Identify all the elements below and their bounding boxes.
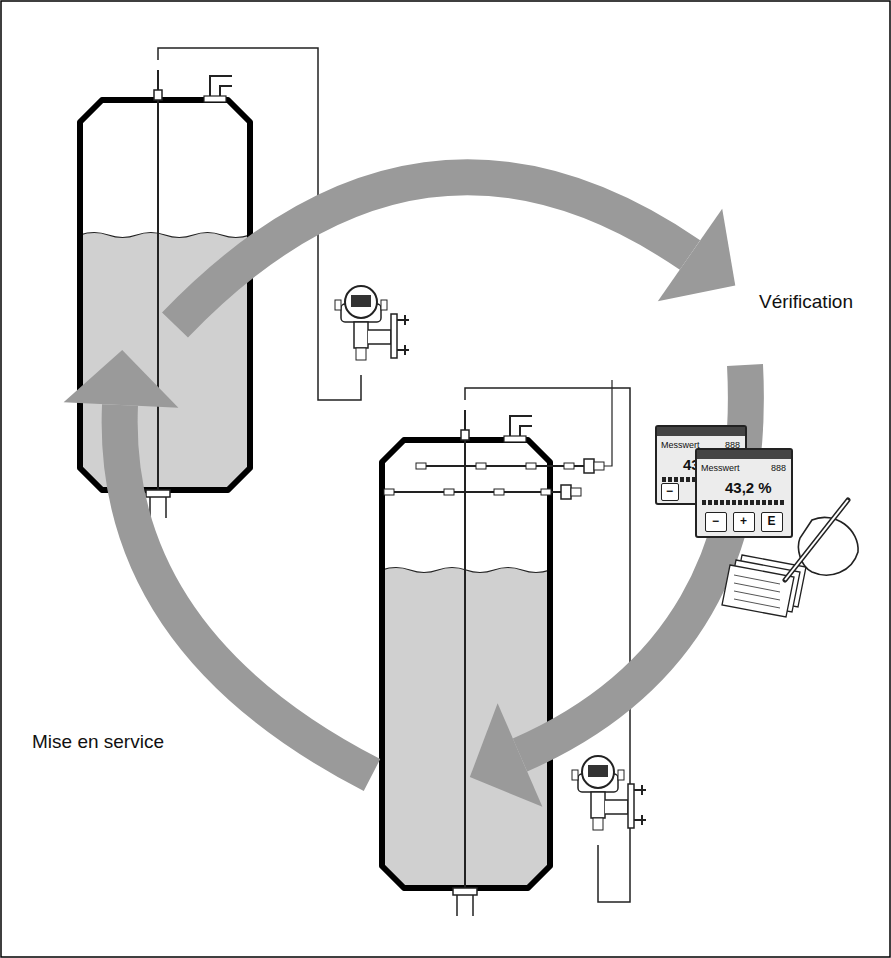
probe-rod [157, 70, 159, 494]
key-button: − [705, 512, 727, 532]
cycle-arrows [64, 177, 746, 807]
cable [604, 380, 612, 466]
button-label: E [767, 515, 775, 528]
cycle-arrow-head [658, 209, 735, 301]
display-caption: Messwert [701, 464, 740, 474]
flange [204, 96, 226, 102]
flange [504, 436, 526, 442]
key-button: E [761, 512, 783, 532]
button-label: − [712, 515, 719, 528]
hand-with-pen [785, 500, 858, 580]
spare-probe [384, 485, 581, 499]
display-module: Messwert 888 43,2 % − + E [695, 448, 793, 538]
bar-graph [702, 500, 786, 505]
outlet-flange [146, 490, 170, 497]
button-label: + [740, 515, 747, 528]
cycle-arrow-body [520, 365, 746, 755]
probe-rod [464, 410, 466, 892]
protocol-papers [722, 555, 806, 617]
display-header [697, 450, 791, 459]
stage-label: Vérification [757, 292, 855, 313]
transmitter [572, 756, 646, 830]
probe-head [461, 430, 469, 440]
key-button: − [661, 483, 679, 501]
probe-head [154, 90, 162, 100]
outlet-flange [453, 888, 477, 895]
cycle-arrow-head [64, 350, 179, 408]
accessories [384, 380, 858, 617]
display-caption: Messwert [661, 441, 700, 451]
spare-probe [416, 459, 604, 473]
measured-value: 43,2 % [725, 480, 772, 497]
display-code: 888 [771, 464, 786, 474]
button-label: − [666, 485, 673, 498]
display-header [657, 427, 745, 436]
cycle-arrow-head [470, 703, 543, 807]
stage-label: Mise en service [30, 732, 166, 753]
key-button: + [733, 512, 755, 532]
cycle-arrow-body [175, 177, 690, 325]
transmitter [335, 286, 409, 360]
outlet-pipe [150, 497, 166, 518]
cycle-arrow-body [120, 405, 372, 775]
outlet-pipe [457, 895, 473, 916]
